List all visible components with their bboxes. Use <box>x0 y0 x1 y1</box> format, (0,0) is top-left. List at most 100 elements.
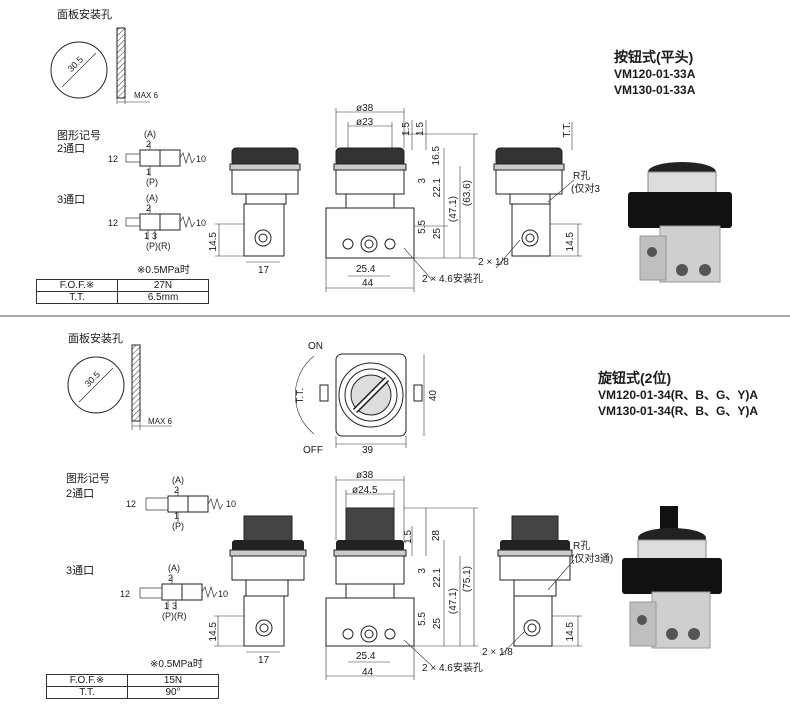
bottom-sym2-n1: 1 <box>174 511 180 521</box>
top-front-view <box>325 108 478 292</box>
top-sym2-n1: 1 <box>146 167 152 177</box>
bottom-dim-75.1: (75.1) <box>462 566 473 593</box>
bottom-sym2-n10: 10 <box>226 499 237 509</box>
bottom-sym2-n12: 12 <box>126 499 137 509</box>
top-sym3-port-a: (A) <box>146 193 158 203</box>
bottom-product-photo <box>622 506 722 649</box>
top-tt-label: T.T. <box>562 122 573 138</box>
top-sym2-port-a: (A) <box>144 129 156 139</box>
top-sym2-n2: 2 <box>146 139 152 149</box>
bottom-dim-5.5: 5.5 <box>417 612 428 626</box>
bottom-sym3-n10: 10 <box>218 589 229 599</box>
bottom-side-view-right <box>497 515 582 657</box>
top-pressure-note: ※0.5MPa时 <box>137 265 190 276</box>
bottom-three-port-label: 3通口 <box>66 565 95 577</box>
spec-value: 90° <box>127 686 219 699</box>
bottom-dim-d38: ø38 <box>356 470 374 481</box>
top-dim-47.1: (47.1) <box>448 196 459 223</box>
bottom-spec-table: F.O.F.※15N T.T.90° <box>46 674 219 699</box>
top-spec-table: F.O.F.※27N T.T.6.5mm <box>36 279 209 304</box>
top-model-2: VM130-01-33A <box>614 83 696 97</box>
bottom-dim-1.5: 1.5 <box>403 530 414 544</box>
top-dim-22.1: 22.1 <box>432 178 443 198</box>
top-sym2-n10: 10 <box>196 154 207 164</box>
bottom-sym3-n3: 3 <box>172 601 178 611</box>
bottom-model-2: VM130-01-34(R、B、G、Y)A <box>598 404 759 418</box>
top-max-label: MAX 6 <box>134 91 159 100</box>
bottom-dim-39: 39 <box>362 445 374 456</box>
top-dim-3: 3 <box>417 178 428 184</box>
bottom-sym3-n2: 2 <box>168 573 174 583</box>
top-panel-hole-drawing <box>50 27 150 104</box>
spec-key: F.O.F.※ <box>36 279 118 292</box>
bottom-top-view-knob <box>294 353 425 448</box>
top-sym2-n12: 12 <box>108 154 119 164</box>
bottom-dim-25: 25 <box>432 618 443 630</box>
bottom-symbol-label: 图形记号 <box>66 473 110 485</box>
bottom-dim-14.5: 14.5 <box>208 622 219 642</box>
bottom-r-hole: R孔 <box>573 541 591 552</box>
table-row: T.T.90° <box>46 686 219 699</box>
spec-value: 27N <box>117 279 209 292</box>
top-sym2-port-p: (P) <box>146 177 158 187</box>
top-panel-hole-label: 面板安装孔 <box>57 9 112 21</box>
bottom-dim-44: 44 <box>362 667 374 678</box>
bottom-on-label: ON <box>308 341 323 352</box>
spec-key: T.T. <box>46 686 128 699</box>
bottom-pressure-note: ※0.5MPa时 <box>150 659 203 670</box>
spec-value: 6.5mm <box>117 291 209 304</box>
spec-key: F.O.F.※ <box>46 674 128 687</box>
bottom-sym3-n12: 12 <box>120 589 131 599</box>
bottom-sym3-port-a: (A) <box>168 563 180 573</box>
bottom-dim-28: 28 <box>431 530 442 542</box>
top-dim-mount-holes: 2 × 4.6安装孔 <box>422 274 483 285</box>
bottom-dim-40: 40 <box>428 390 439 402</box>
bottom-dim-17: 17 <box>258 655 270 666</box>
top-model-1: VM120-01-33A <box>614 67 696 81</box>
top-dim-port: 2 × 1/8 <box>478 257 509 268</box>
bottom-model-1: VM120-01-34(R、B、G、Y)A <box>598 388 759 402</box>
top-r-hole: R孔 <box>573 171 591 182</box>
table-row: F.O.F.※15N <box>46 674 219 687</box>
bottom-sym3-port-pr: (P)(R) <box>162 611 187 621</box>
top-sym3-n10: 10 <box>196 218 207 228</box>
bottom-off-label: OFF <box>303 445 323 456</box>
bottom-dim-47.1: (47.1) <box>448 588 459 615</box>
table-row: F.O.F.※27N <box>36 279 209 292</box>
bottom-dim-mount-holes: 2 × 4.6安装孔 <box>422 663 483 674</box>
top-symbol-2port <box>125 142 196 176</box>
bottom-only-3port: (仅对3通) <box>571 554 614 565</box>
bottom-sym2-port-a: (A) <box>172 475 184 485</box>
bottom-dim-port: 2 × 1/8 <box>482 647 513 658</box>
top-product-photo <box>628 162 732 283</box>
bottom-two-port-label: 2通口 <box>66 488 95 500</box>
top-symbol-3port <box>125 206 196 240</box>
bottom-front-view <box>325 476 478 680</box>
bottom-panel-hole-drawing <box>67 344 172 430</box>
bottom-max-label: MAX 6 <box>148 417 173 426</box>
top-dim-25.4: 25.4 <box>356 264 376 275</box>
top-only-3port: (仅对3 <box>571 184 600 195</box>
top-two-port-label: 2通口 <box>57 143 86 155</box>
bottom-side-view-left <box>214 515 307 653</box>
bottom-dim-d24.5: ø24.5 <box>352 485 378 496</box>
bottom-sym2-port-p: (P) <box>172 521 184 531</box>
bottom-sym2-n2: 2 <box>174 485 180 495</box>
top-dim-14.5-right: 14.5 <box>565 232 576 252</box>
top-dim-14.5: 14.5 <box>208 232 219 252</box>
bottom-sym3-n1: 1 <box>164 601 170 611</box>
spec-value: 15N <box>127 674 219 687</box>
bottom-dim-3: 3 <box>417 568 428 574</box>
top-sym3-port-pr: (P)(R) <box>146 241 171 251</box>
top-sym3-n1: 1 <box>144 231 150 241</box>
top-side-view-left <box>215 147 301 263</box>
bottom-tt-label: T.T. <box>295 388 306 404</box>
top-three-port-label: 3通口 <box>57 194 86 206</box>
bottom-panel-hole-label: 面板安装孔 <box>68 333 123 345</box>
top-dim-1.5b: 1.5 <box>415 122 426 136</box>
top-sym3-n12: 12 <box>108 218 119 228</box>
bottom-dim-14.5-right: 14.5 <box>565 622 576 642</box>
bottom-dim-22.1: 22.1 <box>432 568 443 588</box>
top-dim-d23: ø23 <box>356 117 374 128</box>
top-dim-5.5: 5.5 <box>417 220 428 234</box>
